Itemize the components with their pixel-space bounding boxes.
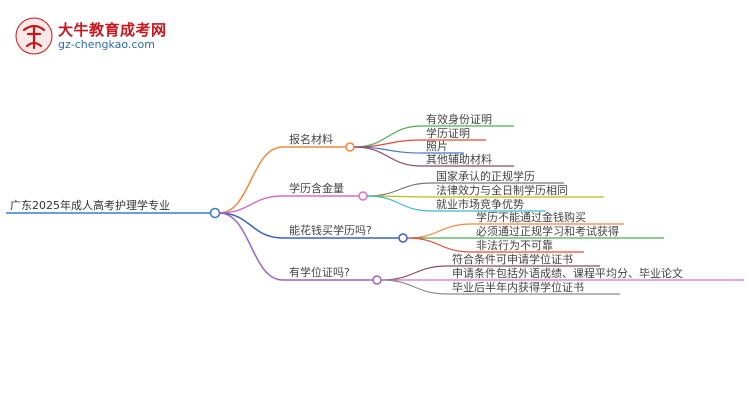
- edge-branch-to-leaf: [380, 265, 449, 281]
- branch-label: 报名材料: [289, 132, 333, 146]
- leaf-label: 就业市场竞争优势: [436, 197, 524, 211]
- leaf-label: 必须通过正规学习和考试获得: [476, 224, 619, 238]
- branch-label: 能花钱买学历吗?: [289, 223, 372, 237]
- leaf-label: 其他辅助材料: [426, 152, 492, 166]
- edge-root-to-branch: [218, 146, 284, 214]
- edge-branch-to-leaf: [353, 146, 423, 167]
- mind-map-edges: [218, 125, 744, 295]
- branch-label: 有学位证吗?: [289, 265, 350, 279]
- edge-branch-to-leaf: [406, 237, 473, 253]
- branch-dot[interactable]: [398, 233, 408, 243]
- leaf-label: 毕业后半年内获得学位证书: [452, 280, 584, 294]
- logo-url: gz-chengkao.com: [58, 38, 155, 51]
- leaf-label: 有效身份证明: [426, 112, 492, 126]
- branch-dot[interactable]: [345, 142, 355, 152]
- logo-mark-icon: [15, 17, 53, 55]
- edge-branch-to-leaf: [366, 182, 433, 197]
- edge-branch-to-leaf: [406, 223, 473, 239]
- logo-title: 大牛教育成考网: [58, 21, 167, 39]
- leaf-label: 非法行为不可靠: [476, 238, 553, 252]
- edge-root-to-branch: [218, 195, 284, 214]
- branch-dot[interactable]: [372, 275, 382, 285]
- leaf-label: 符合条件可申请学位证书: [452, 252, 573, 266]
- leaf-label: 学历不能通过金钱购买: [476, 210, 586, 224]
- edge-root-to-branch: [218, 212, 284, 281]
- branch-label: 学历含金量: [289, 181, 344, 195]
- branch-dot[interactable]: [358, 191, 368, 201]
- site-logo: 大牛教育成考网 gz-chengkao.com: [14, 16, 184, 56]
- leaf-label: 申请条件包括外语成绩、课程平均分、毕业论文: [452, 266, 683, 280]
- edge-root-to-branch: [218, 212, 284, 239]
- mind-map-nodes: 广东2025年成人高考护理学专业 报名材料 有效身份证明学历证明照片其他辅助材料学…: [6, 112, 683, 294]
- root-node-dot[interactable]: [209, 207, 221, 219]
- leaf-label: 法律效力与全日制学历相同: [436, 183, 568, 197]
- edge-branch-to-leaf: [366, 195, 433, 212]
- edge-branch-to-leaf: [380, 279, 449, 295]
- leaf-label: 照片: [426, 140, 448, 153]
- leaf-label: 学历证明: [426, 126, 470, 140]
- leaf-label: 国家承认的正规学历: [436, 169, 535, 183]
- root-node-label: 广东2025年成人高考护理学专业: [10, 198, 170, 212]
